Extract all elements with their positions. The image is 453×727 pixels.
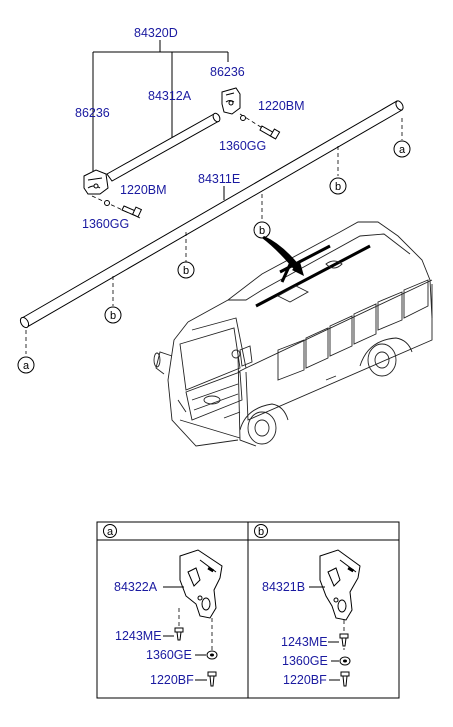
detail-b-screw-icon bbox=[339, 633, 349, 647]
marker-a-left: a bbox=[17, 356, 35, 374]
label-assembly: 84320D bbox=[134, 26, 178, 40]
washer-left-icon bbox=[104, 200, 110, 206]
label-bracket-right: 86236 bbox=[210, 65, 245, 79]
detail-a-nut-icon bbox=[206, 650, 218, 660]
label-rail-long: 84311E bbox=[198, 172, 240, 186]
label-bracket-left: 86236 bbox=[75, 106, 110, 120]
svg-text:a: a bbox=[399, 144, 406, 156]
marker-a-right: a bbox=[393, 140, 411, 158]
bus-illustration bbox=[153, 221, 433, 447]
washer-right-icon bbox=[240, 115, 246, 121]
detail-b-bracket bbox=[319, 549, 361, 621]
rail-callouts bbox=[25, 118, 403, 354]
label-bolt-left: 1220BM bbox=[120, 183, 167, 197]
marker-b-1: b bbox=[329, 177, 347, 195]
detail-b-bolt-label: 1220BF bbox=[283, 673, 327, 687]
marker-b-2: b bbox=[253, 221, 271, 239]
bracket-left bbox=[83, 169, 109, 195]
svg-text:a: a bbox=[107, 526, 114, 538]
detail-a-bracket bbox=[179, 549, 223, 619]
detail-b-nut-label: 1360GE bbox=[282, 654, 328, 668]
detail-b-bracket-label: 84321B bbox=[262, 580, 305, 594]
label-bolt-right: 1220BM bbox=[258, 99, 305, 113]
label-washer-left: 1360GG bbox=[82, 217, 129, 231]
svg-text:b: b bbox=[110, 310, 116, 322]
marker-b-4: b bbox=[104, 306, 122, 324]
label-washer-right: 1360GG bbox=[219, 139, 266, 153]
detail-b-header: b bbox=[254, 524, 268, 538]
svg-text:a: a bbox=[23, 360, 30, 372]
svg-text:b: b bbox=[183, 265, 189, 277]
svg-text:b: b bbox=[259, 225, 265, 237]
hardware-left bbox=[91, 195, 143, 219]
detail-a-nut-label: 1360GE bbox=[146, 648, 192, 662]
long-rail bbox=[19, 100, 404, 329]
detail-a-dashes bbox=[178, 608, 213, 650]
detail-a-screw-label: 1243ME bbox=[115, 629, 162, 643]
svg-text:b: b bbox=[258, 526, 264, 538]
detail-a-bracket-label: 84322A bbox=[114, 580, 158, 594]
label-rail-short: 84312A bbox=[148, 89, 192, 103]
assembly-leader bbox=[92, 40, 229, 172]
detail-a-bolt-icon bbox=[207, 671, 217, 687]
marker-b-3: b bbox=[177, 261, 195, 279]
detail-b-nut-icon bbox=[339, 656, 351, 666]
detail-a-screw-icon bbox=[174, 627, 184, 641]
detail-a-bolt-label: 1220BF bbox=[150, 673, 194, 687]
detail-b-bolt-icon bbox=[340, 671, 350, 687]
roof-rail-mark-1 bbox=[255, 244, 371, 308]
detail-table bbox=[96, 521, 400, 699]
callout-arrow-icon bbox=[262, 236, 300, 272]
detail-b-screw-label: 1243ME bbox=[281, 635, 328, 649]
hardware-right bbox=[239, 113, 281, 140]
short-rail bbox=[106, 112, 221, 182]
svg-text:b: b bbox=[335, 181, 341, 193]
detail-a-header: a bbox=[103, 524, 117, 538]
bracket-right bbox=[221, 87, 241, 115]
